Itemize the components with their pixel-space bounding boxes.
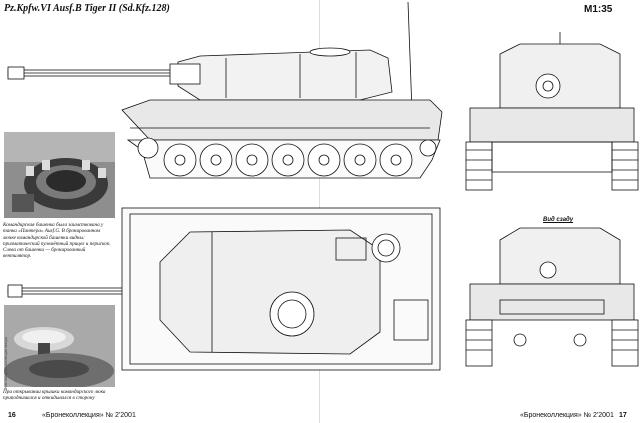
page-number-left: 16 [8,412,16,419]
page-number-right: 17 [619,412,627,419]
side-view-drawing [7,1,443,179]
photo-cupola-drawing [4,132,115,218]
top-view-drawing [7,207,441,371]
magazine-name-left: «Бронеколлекция» № 2'2001 [42,412,136,419]
magazine-name-right: «Бронеколлекция» № 2'2001 [520,412,614,419]
photo-open-hatch [4,305,115,387]
rear-view-label: Вид сзаду [543,217,574,223]
page-title: Pz.Kpfw.VI Ausf.B Tiger II (Sd.Kfz.128) [4,3,170,14]
photo-commander-cupola [4,132,115,218]
scale-label: M1:35 [584,4,613,15]
rear-view-drawing [465,227,639,367]
caption-top: Командирская башенка была заимствована у… [3,222,111,260]
front-view-drawing [465,32,639,191]
photo-hatch-drawing [4,305,115,387]
caption-bottom: При открывании крышки командирского люка… [3,389,106,402]
